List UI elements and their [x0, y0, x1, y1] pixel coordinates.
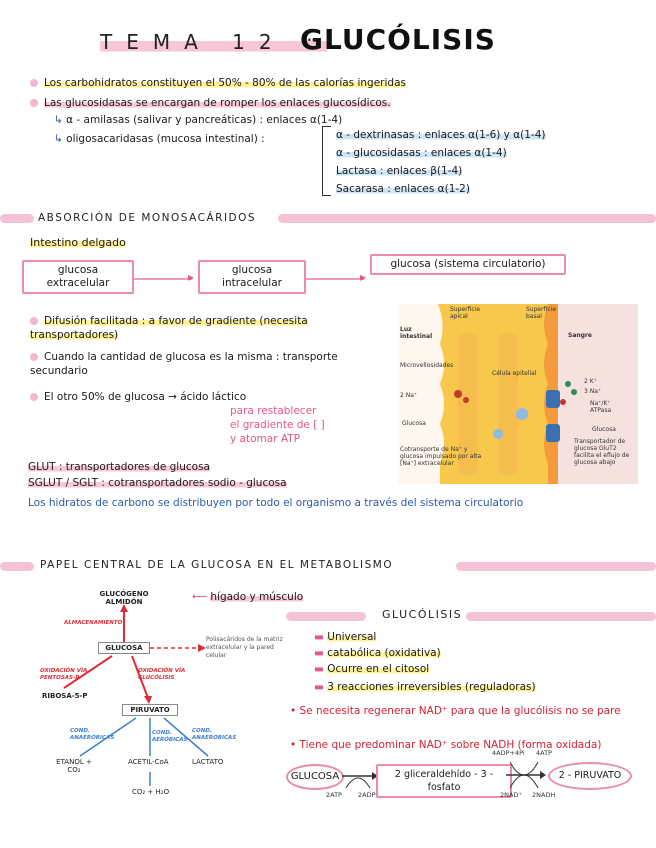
- metabolism-diagram: GLUCÓGENO ALMIDÓN ALMACENAMIENTO GLUCOSA…: [40, 588, 290, 800]
- label-cotransporte: Cotransporte de Na⁺ y glucosa impulsado …: [400, 446, 482, 467]
- enzyme-item: Sacarasa : enlaces α(1-2): [336, 183, 470, 195]
- label-cond-anaer-2: COND. ANAERÓBICAS: [192, 728, 237, 741]
- label-k2: 2 K⁺: [584, 378, 597, 385]
- title-topic: TEMA 12 :: [100, 30, 327, 54]
- bullet-difusion: Difusión facilitada : a favor de gradien…: [30, 315, 308, 341]
- pathway-glucosa: GLUCOSA: [286, 764, 344, 790]
- label-cond-aer: COND. AERÓBICAS: [152, 730, 188, 743]
- intro-line-1: Los carbohidratos constituyen el 50% - 8…: [30, 76, 406, 90]
- bullet-dot: [30, 79, 38, 87]
- label-atpasa: Na⁺/K⁺ ATPasa: [590, 400, 612, 414]
- arrow: [134, 278, 192, 280]
- enzyme-item: α - dextrinasas : enlaces α(1-6) y α(1-4…: [336, 129, 546, 141]
- label-polisacaridos: Polisacáridos de la matriz extracelular …: [206, 636, 283, 659]
- section-bar: [0, 562, 34, 571]
- section-heading-absorcion: ABSORCIÓN DE MONOSACÁRIDOS: [38, 212, 257, 224]
- label-na3: 3 Na⁺: [584, 388, 602, 395]
- pathway-nadh-out: 2NADH: [532, 791, 556, 799]
- section-heading-papel: PAPEL CENTRAL DE LA GLUCOSA EN EL METABO…: [40, 559, 394, 571]
- title-name: GLUCÓLISIS: [300, 23, 496, 56]
- glucolisis-prop: ▬ 3 reacciones irreversibles (reguladora…: [314, 681, 536, 693]
- pathway-piruvato: 2 - PIRUVATO: [548, 762, 632, 790]
- label-glucogeno: GLUCÓGENO ALMIDÓN: [99, 590, 149, 606]
- section-bar: [286, 612, 366, 621]
- box-intracelular: glucosa intracelular: [198, 260, 306, 294]
- label-ribosa: RIBOSA-5-P: [42, 692, 88, 700]
- label-basal: Superficie basal: [526, 306, 557, 320]
- glucolisis-prop: ▬ catabólica (oxidativa): [314, 647, 441, 659]
- label-lactato: LACTATO: [192, 758, 224, 766]
- hidratos-line: Los hidratos de carbono se distribuyen p…: [28, 497, 524, 509]
- arrow: [306, 278, 364, 280]
- label-glucosa-right: Glucosa: [592, 426, 616, 433]
- lactic-note: para restablecer: [230, 405, 317, 417]
- label-luz: Luz intestinal: [400, 326, 433, 340]
- lactic-note: el gradiente de [ ]: [230, 419, 325, 431]
- label-na2: 2 Na⁺: [400, 392, 418, 399]
- lactic-note: y atomar ATP: [230, 433, 300, 445]
- glucosa-node: GLUCOSA: [98, 642, 150, 654]
- piruvato-node: PIRUVATO: [122, 704, 178, 716]
- note-nad-1: • Se necesita regenerar NAD⁺ para que la…: [290, 705, 621, 717]
- glucolisis-prop: ▬ Ocurre en el citosol: [314, 663, 430, 675]
- pathway-middle: 2 gliceraldehído - 3 - fosfato: [376, 764, 512, 798]
- section-bar: [456, 562, 656, 571]
- epithelium-illustration: Superficie apical Superficie basal Luz i…: [398, 304, 638, 484]
- glucolisis-prop: ▬ Universal: [314, 631, 377, 643]
- label-sangre: Sangre: [568, 332, 592, 339]
- arrow-head: ▸: [188, 270, 195, 284]
- page-title: TEMA 12 : GLUCÓLISIS: [100, 20, 560, 64]
- pathway-adp-out: 2ADP: [358, 791, 376, 799]
- pathway-arrow-2: [506, 761, 546, 789]
- glut-line: GLUT : transportadores de glucosa: [28, 461, 210, 473]
- higado-note: ⟵ hígado y músculo: [192, 591, 304, 603]
- pathway-arrow-1: [342, 772, 378, 789]
- label-glucosa-left: Glucosa: [402, 420, 426, 427]
- label-pentosas: OXIDACIÓN VÍA PENTOSAS-P: [40, 668, 88, 681]
- label-transportador: Transportador de glucosa GluT2 facilita …: [574, 438, 630, 466]
- label-etanol: ETANOL + CO₂: [56, 758, 92, 774]
- bullet-dot: [30, 99, 38, 107]
- label-acetil: ACETIL-CoA: [128, 758, 169, 766]
- label-co2: CO₂ + H₂O: [132, 788, 170, 796]
- pathway-nad-in: 2NAD⁺: [500, 791, 522, 799]
- oligo-line: ↳ oligosacaridasas (mucosa intestinal) :: [54, 133, 265, 145]
- epithelium-svg: [398, 304, 638, 484]
- box-circulatorio: glucosa (sistema circulatorio): [370, 254, 566, 275]
- box-extracelular: glucosa extracelular: [22, 260, 134, 294]
- label-via-glucolisis: OXIDACIÓN VÍA GLUCÓLISIS: [138, 668, 186, 681]
- section-bar: [278, 214, 656, 223]
- label-apical: Superficie apical: [450, 306, 481, 320]
- pathway-atp4: 4ATP: [536, 749, 552, 757]
- bullet-transporte: Cuando la cantidad de glucosa es la mism…: [30, 351, 338, 377]
- amylase-line: ↳ α - amilasas (salivar y pancreáticas) …: [54, 114, 343, 126]
- glucolisis-heading: GLUCÓLISIS: [382, 608, 463, 621]
- label-almacenamiento: ALMACENAMIENTO: [64, 620, 123, 626]
- enzyme-item: Lactasa : enlaces β(1-4): [336, 165, 463, 177]
- section-bar: [466, 612, 656, 621]
- subheading-intestino: Intestino delgado: [30, 236, 126, 249]
- enzyme-item: α - glucosidasas : enlaces α(1-4): [336, 147, 507, 159]
- bracket: [322, 126, 331, 196]
- sglut-line: SGLUT / SGLT : cotransportadores sodio -…: [28, 477, 287, 489]
- metabolism-arrows: [63, 604, 209, 786]
- bullet-lactico: El otro 50% de glucosa → ácido láctico: [30, 390, 246, 404]
- note-nad-2: • Tiene que predominar NAD⁺ sobre NADH (…: [290, 739, 602, 751]
- arrow-head: ▸: [360, 270, 367, 284]
- label-microvellosidades: Microvellosidades: [400, 362, 454, 369]
- intro-line-2: Las glucosidasas se encargan de romper l…: [30, 96, 391, 110]
- pathway-atp-in: 2ATP: [326, 791, 342, 799]
- label-celula: Célula epitelial: [492, 370, 537, 377]
- pathway-pi-nad: 4ADP+4Pi: [492, 749, 525, 757]
- label-cond-anaer-1: COND. ANAERÓBICAS: [70, 728, 115, 741]
- section-bar: [0, 214, 34, 223]
